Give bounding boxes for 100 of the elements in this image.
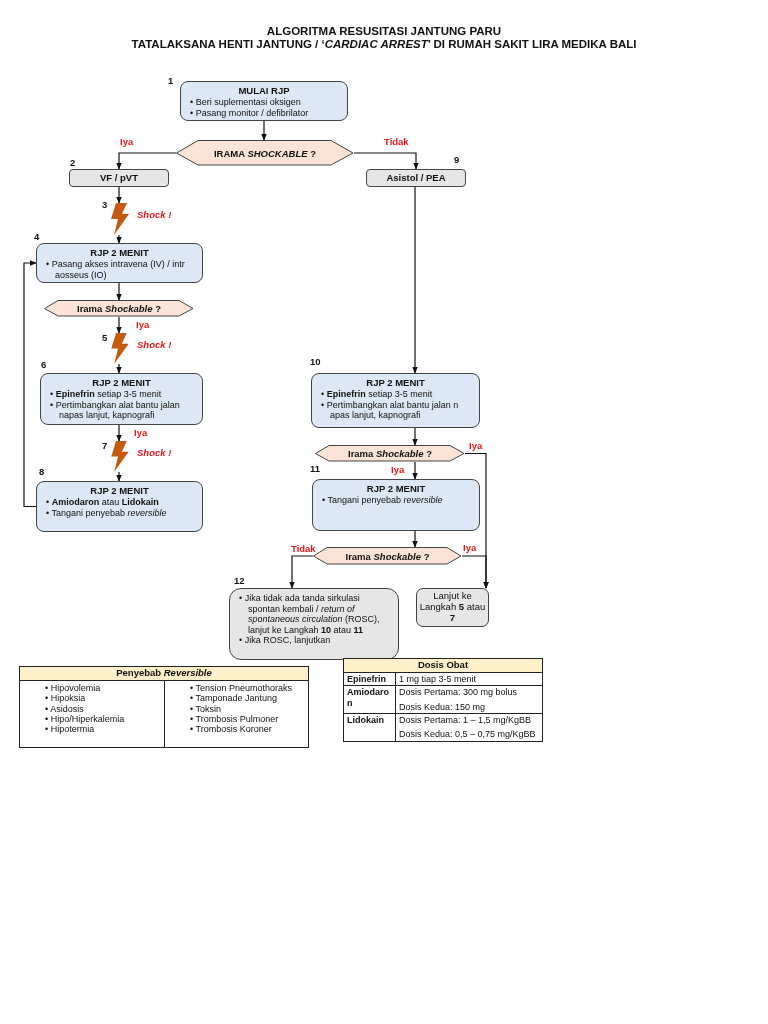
process-box — [311, 373, 480, 428]
arrow — [461, 555, 489, 589]
lightning-icon — [109, 333, 129, 364]
edge-label: Iya — [134, 428, 148, 438]
decision-text: Irama Shockable ? — [77, 303, 161, 314]
decision-hexagon — [315, 445, 465, 462]
shock-label: Shock ! — [137, 447, 172, 458]
arrow — [116, 234, 122, 244]
process-box: Lanjut ke Langkah 5 atau 7 — [416, 588, 489, 627]
step-number: 10 — [310, 356, 321, 367]
arrow — [116, 186, 122, 204]
step-number: 5 — [102, 332, 108, 343]
bullet-item: • Beri suplementasi oksigen — [189, 97, 302, 108]
bullet-item: • Pasang akses intravena (IV) / intr aosseus (IO) — [45, 259, 186, 281]
list-item: • Asidosis — [44, 703, 85, 714]
decision-text: IRAMA SHOCKABLE ? — [213, 147, 316, 159]
dose-text: Dosis Pertama: 300 mg bolus — [399, 687, 519, 698]
drug-name: Lidokain — [347, 714, 384, 725]
dose-text: Dosis Kedua: 0,5 – 0,75 mg/KgBB — [399, 729, 537, 740]
drug-name: Amiodaron — [347, 687, 389, 708]
arrow — [116, 152, 177, 170]
step-number: 11 — [310, 463, 321, 474]
table-header: Dosis Obat — [344, 659, 542, 673]
box-heading: RJP 2 MENIT — [89, 485, 150, 497]
lightning-icon — [109, 441, 129, 472]
bullet-item: • Pertimbangkan alat bantu jalan n apas lanjut, kapnografi — [320, 399, 460, 421]
process-box — [312, 479, 480, 531]
list-item: • Tension Pneumothoraks — [189, 682, 294, 694]
list-item: • Toksin — [189, 703, 222, 714]
arrow — [261, 120, 267, 141]
arrow — [116, 282, 122, 301]
bullet-item: • Tangani penyebab reversible — [45, 507, 168, 519]
process-box: VF / pVT — [69, 169, 169, 187]
list-item: • Hipovolemia — [44, 682, 102, 694]
shock-label: Shock ! — [137, 209, 172, 220]
process-box: Asistol / PEA — [366, 169, 466, 187]
bullet-item: • Epinefrin setiap 3-5 menit — [320, 389, 434, 400]
step-number: 8 — [39, 466, 45, 477]
dose-text: 1 mg tiap 3-5 menit — [399, 673, 478, 685]
step-number: 6 — [41, 359, 47, 370]
dose-text: Dosis Pertama: 1 – 1,5 mg/KgBB — [399, 714, 533, 726]
process-box — [36, 243, 203, 283]
table-header: Penyebab Reversible — [20, 667, 308, 681]
bullet-item: • Jika tidak ada tanda sirkulasi spontan kembali / return of spontaneous circulation (ROSC), lanjut ke Langkah 10 atau 11 — [238, 593, 381, 636]
box-heading: RJP 2 MENIT — [365, 483, 427, 495]
arrow — [289, 555, 314, 589]
arrow — [412, 461, 418, 480]
box-heading: RJP 2 MENIT — [91, 377, 152, 389]
edge-label: Tidak — [384, 137, 409, 147]
lightning-icon — [109, 203, 129, 235]
step-number: 1 — [168, 75, 174, 86]
dose-text: Dosis Kedua: 150 mg — [399, 701, 487, 712]
arrow — [116, 316, 122, 334]
bullet-item: • Tangani penyebab reversible — [321, 495, 444, 506]
bullet-item: • Amiodaron atau Lidokain — [45, 497, 160, 508]
bullet-item: • Pasang monitor / defibrilator — [189, 107, 310, 119]
list-item: • Tamponade Jantung — [189, 693, 279, 704]
edge-label: Iya — [136, 320, 150, 330]
list-item: • Hipo/Hiperkalemia — [44, 713, 126, 725]
subtitle: TATALAKSANA HENTI JANTUNG / ‘CARDIAC ARREST’ DI RUMAH SAKIT LIRA MEDIKA BALI — [130, 38, 638, 50]
edge-label: Tidak — [291, 544, 316, 554]
process-box — [180, 81, 348, 121]
process-box — [40, 373, 203, 425]
edge-label: Iya — [391, 465, 405, 475]
edge-label: Iya — [463, 543, 477, 553]
arrow — [116, 471, 122, 482]
decision-hexagon — [176, 140, 354, 166]
step-number: 4 — [34, 231, 40, 242]
box-heading: MULAI RJP — [237, 85, 291, 97]
decision-hexagon — [44, 300, 194, 317]
step-number: 3 — [102, 199, 108, 210]
arrow — [412, 427, 418, 446]
arrow — [412, 530, 418, 548]
bullet-item: • Epinefrin setiap 3-5 menit — [49, 389, 163, 400]
list-item: • Trombosis Koroner — [189, 724, 273, 735]
edge-label: Iya — [469, 441, 483, 451]
bullet-item: • Jika ROSC, lanjutkan — [238, 635, 332, 646]
list-item: • Hipotermia — [44, 724, 96, 735]
step-number: 9 — [454, 154, 460, 165]
edge-label: Iya — [120, 137, 134, 147]
drug-name: Epinefrin — [347, 673, 386, 684]
arrow — [353, 152, 419, 170]
decision-text: Irama Shockable ? — [348, 448, 432, 459]
arrow — [116, 424, 122, 442]
arrow — [116, 363, 122, 374]
bullet-item: • Pertimbangkan alat bantu jalan napas lanjut, kapnografi — [49, 399, 181, 421]
process-box — [36, 481, 203, 532]
list-item: • Hipoksia — [44, 693, 87, 704]
step-number: 12 — [234, 575, 245, 586]
process-box — [229, 588, 399, 660]
arrow — [23, 260, 37, 508]
step-number: 7 — [102, 440, 108, 451]
box-heading: RJP 2 MENIT — [89, 247, 150, 259]
step-number: 2 — [70, 157, 76, 168]
shock-label: Shock ! — [137, 339, 172, 350]
title: ALGORITMA RESUSITASI JANTUNG PARU — [265, 25, 503, 37]
list-item: • Trombosis Pulmoner — [189, 713, 280, 725]
box-heading: RJP 2 MENIT — [365, 377, 426, 389]
arrow — [412, 186, 418, 374]
decision-text: Irama Shockable ? — [345, 550, 430, 562]
